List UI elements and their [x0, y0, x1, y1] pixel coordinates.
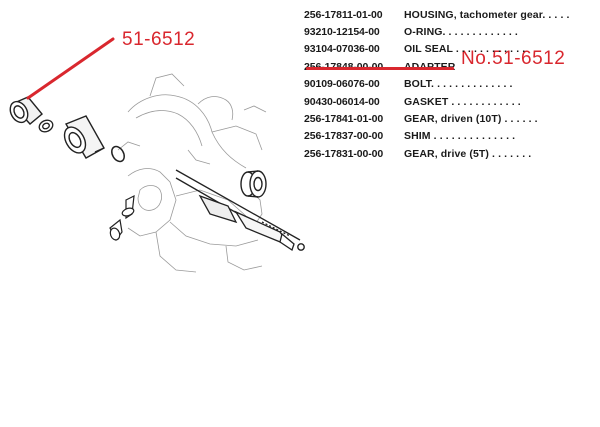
housing-part [9, 96, 43, 125]
parts-list-row: 93210-12154-00 O-RING. . . . . . . . . .… [304, 23, 584, 40]
part-number: 93104-07036-00 [304, 43, 380, 56]
parts-list-row: 256-17841-01-00 GEAR, driven (10T) . . .… [304, 110, 584, 127]
part-number: 90430-06014-00 [304, 95, 380, 108]
part-number: 256-17811-01-00 [304, 8, 383, 21]
part-description: GEAR, driven (10T) . . . . . . [404, 113, 538, 126]
shim-part [297, 243, 305, 251]
part-description: GEAR, drive (5T) . . . . . . . [404, 147, 532, 160]
parts-list-row: 90109-06076-00 BOLT. . . . . . . . . . .… [304, 76, 584, 93]
adapter-part [63, 115, 105, 159]
part-number: 256-17837-00-00 [304, 130, 384, 143]
callout-leader-line [26, 37, 115, 100]
parts-list-row: 256-17837-00-00 SHIM . . . . . . . . . .… [304, 128, 584, 145]
bolt-part [109, 194, 135, 242]
gear-shaft-part [175, 169, 301, 252]
part-description: GASKET . . . . . . . . . . . . [404, 95, 521, 108]
list-callout-label: No.51-6512 [461, 48, 566, 69]
part-description: OIL SEAL . . . . . . . . . . . . [404, 43, 526, 56]
parts-list-row: 90430-06014-00 GASKET . . . . . . . . . … [304, 93, 584, 110]
part-description: HOUSING, tachometer gear. . . . . [404, 8, 570, 21]
oil-seal-part [38, 119, 54, 133]
parts-list: 256-17811-01-00 HOUSING, tachometer gear… [304, 6, 584, 163]
engine-casing-sketch [117, 73, 267, 273]
part-number: 93210-12154-00 [304, 26, 380, 39]
part-description: O-RING. . . . . . . . . . . . . [404, 26, 518, 39]
part-number: 90109-06076-00 [304, 78, 380, 91]
adapter-highlight-underline [306, 67, 454, 70]
diagram-callout-label: 51-6512 [122, 29, 196, 50]
o-ring-part [111, 145, 125, 163]
parts-list-row: 256-17811-01-00 HOUSING, tachometer gear… [304, 6, 584, 23]
parts-list-row: 256-17831-00-00 GEAR, drive (5T) . . . .… [304, 145, 584, 162]
driven-gear-part [240, 170, 267, 198]
part-number: 256-17841-01-00 [304, 113, 384, 126]
parts-list-row: 93104-07036-00 OIL SEAL . . . . . . . . … [304, 41, 584, 58]
part-description: BOLT. . . . . . . . . . . . . . [404, 78, 513, 91]
part-description: SHIM . . . . . . . . . . . . . . [404, 130, 516, 143]
part-number: 256-17831-00-00 [304, 147, 384, 160]
